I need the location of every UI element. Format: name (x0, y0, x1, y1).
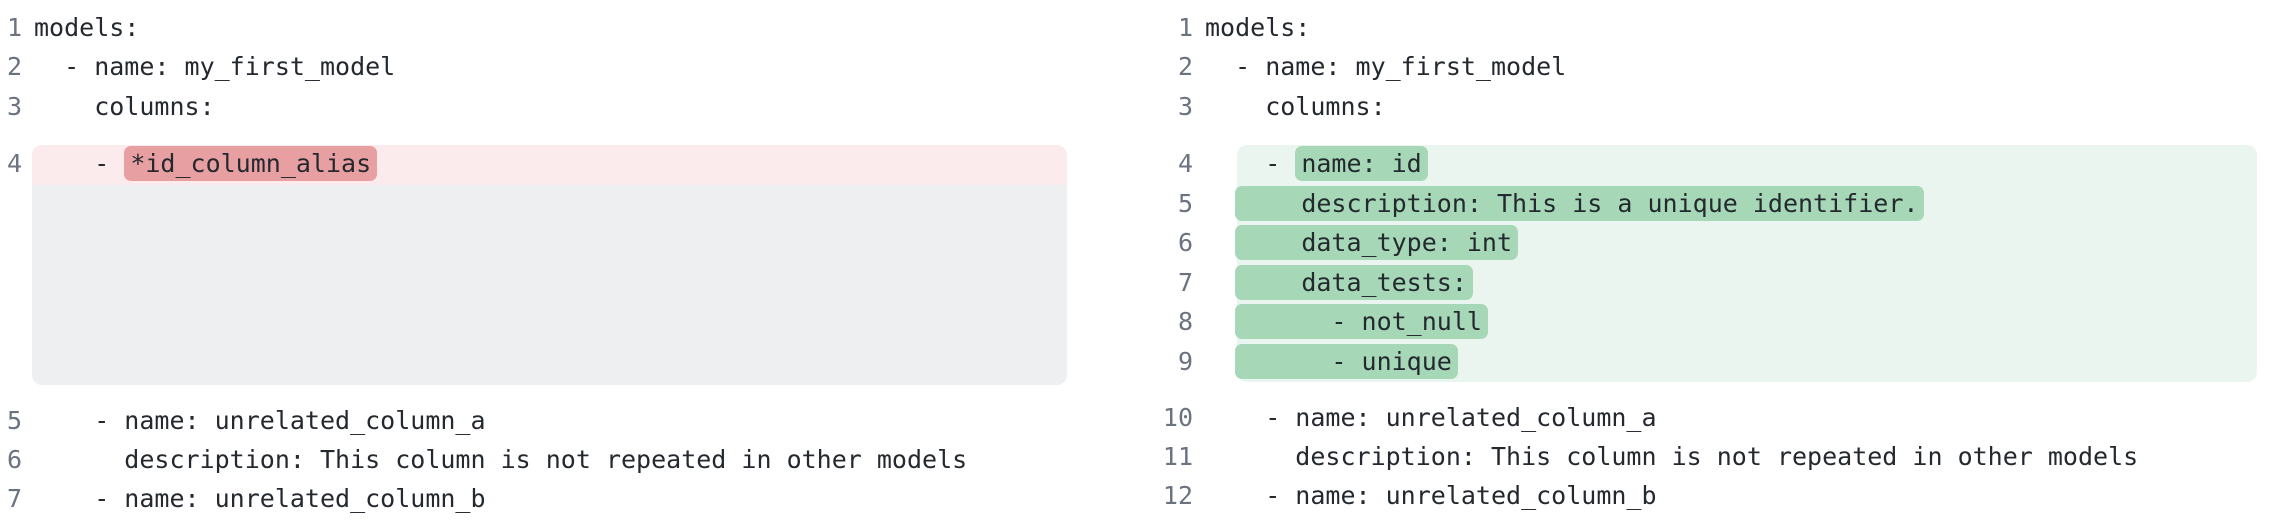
diff-row: 1 models: (1139, 8, 2278, 47)
code-line-prefix (1205, 228, 1235, 257)
diff-row: 3 columns: (0, 87, 1139, 126)
diff-row: 7 data_tests: (1139, 263, 2278, 303)
line-number: 5 (1177, 188, 1193, 218)
line-number: 4 (1177, 149, 1193, 179)
added-token: - not_null (1235, 304, 1488, 340)
code-line: - not_null (1205, 302, 1488, 342)
code-line: description: This column is not repeated… (34, 445, 968, 475)
diff-row: 2 - name: my_first_model (0, 47, 1139, 86)
diff-row: 12 - name: unrelated_column_b (1139, 476, 2278, 515)
code-line-prefix (1205, 268, 1235, 297)
removed-token: *id_column_alias (124, 146, 378, 182)
collapsed-region (32, 185, 1067, 385)
diff-row: 8 - not_null (1139, 302, 2278, 342)
code-line-prefix: - (1205, 149, 1296, 179)
code-line: - name: unrelated_column_a (1205, 402, 1657, 432)
code-line: description: This column is not repeated… (1205, 442, 2139, 472)
code-line: - *id_column_alias (34, 144, 378, 184)
code-line: - name: unrelated_column_b (1205, 481, 1657, 511)
line-number: 1 (6, 13, 22, 42)
added-token: data_tests: (1235, 264, 1473, 300)
code-line: data_tests: (1205, 263, 1473, 303)
added-hunk-background (1237, 145, 2257, 382)
diff-row: 10 - name: unrelated_column_a (1139, 398, 2278, 437)
code-line: columns: (1205, 91, 1386, 121)
code-line: models: (1205, 13, 1311, 42)
code-line: columns: (34, 91, 215, 121)
code-line: - name: my_first_model (1205, 52, 1567, 82)
line-number: 3 (6, 91, 22, 121)
code-line: data_type: int (1205, 223, 1519, 263)
diff-row: 5 description: This is a unique identifi… (1139, 184, 2278, 224)
line-number: 12 (1162, 481, 1193, 511)
code-line: - name: unrelated_column_b (34, 484, 486, 514)
line-number: 7 (1177, 267, 1193, 297)
diff-row: 1 models: (0, 8, 1139, 47)
line-number: 2 (6, 52, 22, 82)
code-line-prefix: - (34, 149, 125, 179)
added-token: name: id (1295, 146, 1428, 182)
added-token: data_type: int (1235, 225, 1519, 261)
line-number: 4 (6, 149, 22, 179)
added-token: - unique (1235, 343, 1458, 379)
code-line-prefix (1205, 347, 1235, 376)
diff-row: 6 description: This column is not repeat… (0, 440, 1139, 479)
code-line: - name: id (1205, 144, 1428, 184)
line-number: 8 (1177, 307, 1193, 337)
code-line: - name: unrelated_column_a (34, 405, 486, 435)
diff-row: 2 - name: my_first_model (1139, 47, 2278, 86)
diff-row: 3 columns: (1139, 87, 2278, 126)
line-number: 9 (1177, 346, 1193, 376)
line-number: 2 (1177, 52, 1193, 82)
diff-row: 5 - name: unrelated_column_a (0, 401, 1139, 440)
line-number: 6 (6, 445, 22, 475)
code-line: description: This is a unique identifier… (1205, 184, 1925, 224)
removed-hunk-background (32, 145, 1067, 385)
line-number: 11 (1162, 442, 1193, 472)
diff-row: 6 data_type: int (1139, 223, 2278, 263)
collapsed-gap-row (0, 184, 1139, 384)
added-token: description: This is a unique identifier… (1235, 185, 1925, 221)
diff-row: 11 description: This column is not repea… (1139, 437, 2278, 476)
code-line-prefix (1205, 307, 1235, 336)
code-line-prefix (1205, 189, 1235, 218)
code-line: - name: my_first_model (34, 52, 396, 82)
diff-row: 4 - name: id (1139, 144, 2278, 184)
diff-row: 4 - *id_column_alias (0, 144, 1139, 184)
line-number: 7 (6, 484, 22, 514)
diff-row: 9 - unique (1139, 342, 2278, 382)
line-number: 3 (1177, 91, 1193, 121)
line-number: 1 (1177, 13, 1193, 42)
code-line: models: (34, 13, 140, 42)
line-number: 10 (1162, 402, 1193, 432)
diff-row: 7 - name: unrelated_column_b (0, 479, 1139, 518)
line-number: 6 (1177, 228, 1193, 258)
line-number: 5 (6, 405, 22, 435)
code-line: - unique (1205, 342, 1458, 382)
